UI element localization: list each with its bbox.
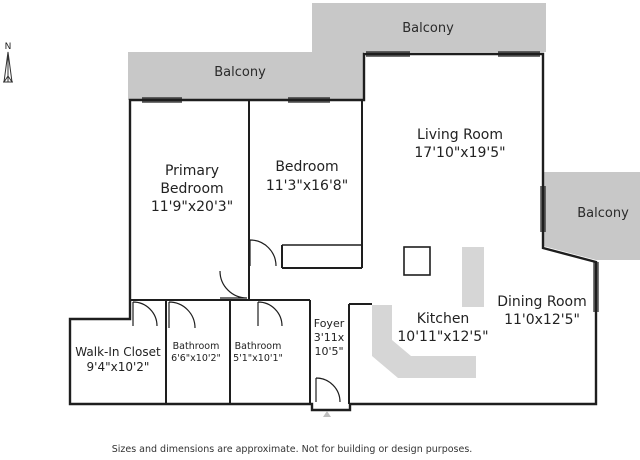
kitchen-dims: 10'11"x12'5" — [397, 329, 488, 345]
bathroom-1-dims: 6'6"x10'2" — [171, 353, 221, 364]
compass-north-label: N — [5, 42, 12, 52]
windows — [142, 51, 599, 312]
kitchen-counter-island — [462, 247, 484, 307]
walls — [68, 52, 598, 412]
entry-marker — [323, 411, 331, 417]
door-bath1-swing — [168, 301, 196, 329]
kitchen-name: Kitchen — [417, 311, 470, 327]
door-bedroom-swing — [249, 239, 277, 267]
door-closet-swing — [132, 301, 158, 327]
bathroom-2-name: Bathroom — [235, 341, 282, 352]
kitchen-counter-l — [372, 305, 476, 378]
bathroom-1-name: Bathroom — [173, 341, 220, 352]
north-arrow-icon: N — [3, 42, 13, 83]
balcony-top-left-label: Balcony — [214, 65, 266, 80]
living-room-dims: 17'10"x19'5" — [414, 145, 505, 161]
bathroom-2-dims: 5'1"x10'1" — [233, 353, 283, 364]
door-primary-swing — [219, 270, 248, 299]
balcony-top-right-label: Balcony — [402, 21, 454, 36]
walk-in-closet-dims: 9'4"x10'2" — [87, 360, 150, 374]
bedroom-dims: 11'3"x16'8" — [266, 178, 348, 194]
balcony-right — [543, 172, 640, 260]
foyer-dims-2: 10'5" — [314, 345, 343, 358]
balcony-top-left — [128, 52, 364, 100]
door-entry-swing — [315, 377, 341, 403]
primary-bedroom-dims: 11'9"x20'3" — [151, 199, 233, 215]
bedroom-name: Bedroom — [275, 159, 338, 175]
doors — [132, 239, 341, 403]
balcony-right-label: Balcony — [577, 206, 629, 221]
door-bath2-swing — [257, 301, 283, 327]
primary-bedroom-name-2: Bedroom — [160, 181, 223, 197]
walk-in-closet-name: Walk-In Closet — [75, 345, 161, 359]
balcony-top-right — [312, 3, 546, 56]
dining-room-name: Dining Room — [497, 294, 587, 310]
primary-bedroom-name-1: Primary — [165, 163, 219, 179]
foyer-dims-1: 3'11x — [314, 331, 345, 344]
foyer-name: Foyer — [314, 317, 345, 330]
dining-room-dims: 11'0x12'5" — [504, 312, 580, 328]
disclaimer-text: Sizes and dimensions are approximate. No… — [112, 444, 473, 455]
living-room-name: Living Room — [417, 127, 503, 143]
